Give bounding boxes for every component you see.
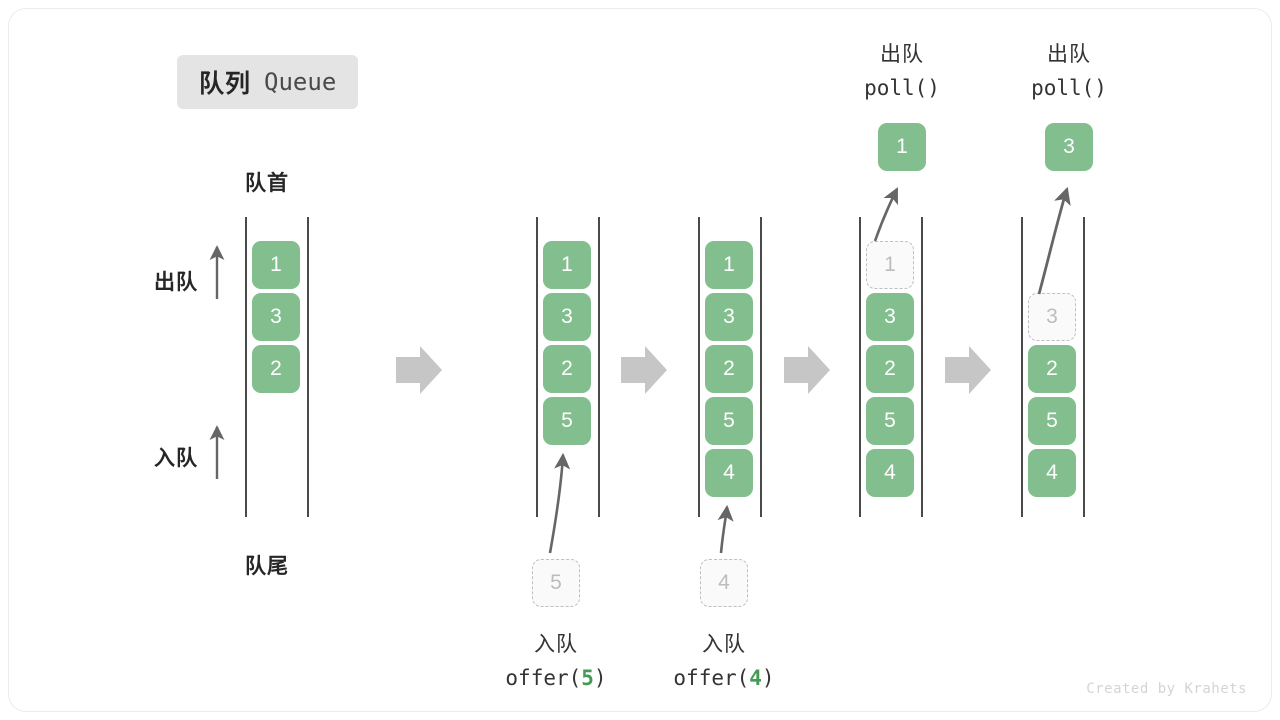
- step-arrow-1: [396, 346, 442, 394]
- step-arrow-3: [784, 346, 830, 394]
- queue-cell: 1: [705, 241, 753, 289]
- queue-rail-left-stage2: [536, 217, 538, 517]
- enqueue-direction-label: 入队: [154, 447, 198, 470]
- dequeue-op-zh: 出队: [880, 43, 924, 66]
- title-chinese: 队列: [199, 70, 252, 98]
- queue-cell: 5: [866, 397, 914, 445]
- queue-cell: 2: [866, 345, 914, 393]
- polled-value-cell: 1: [878, 123, 926, 171]
- enqueue-op-code-end: ): [593, 665, 607, 690]
- queue-cell: 3: [705, 293, 753, 341]
- title-english: Queue: [264, 68, 337, 96]
- enqueue-flow-arrow-stage2: [548, 452, 571, 554]
- queue-cell: 4: [866, 449, 914, 497]
- enqueue-op-code-end: ): [761, 665, 775, 690]
- enqueue-op-code-name: offer(: [505, 665, 582, 690]
- enqueue-op-label-stage2: 入队 offer(5): [456, 629, 656, 694]
- queue-cell: 1: [543, 241, 591, 289]
- dequeue-op-label-stage4: 出队 poll(): [827, 39, 977, 104]
- step-arrow-4: [945, 346, 991, 394]
- diagram-title-badge: 队列 Queue: [177, 55, 359, 109]
- queue-cell: 2: [705, 345, 753, 393]
- dequeue-op-zh: 出队: [1047, 43, 1091, 66]
- queue-head-label: 队首: [245, 172, 289, 195]
- enqueue-op-label-stage3: 入队 offer(4): [624, 629, 824, 694]
- enqueue-op-arg: 4: [749, 665, 762, 690]
- dequeue-flow-arrow-stage4: [873, 187, 899, 242]
- queue-rail-left-stage5: [1021, 217, 1023, 517]
- outgoing-ghost-cell: 3: [1028, 293, 1076, 341]
- enqueue-op-code: offer(5): [456, 662, 656, 695]
- queue-rail-right-stage4: [921, 217, 923, 517]
- queue-cell: 5: [705, 397, 753, 445]
- queue-cell: 3: [543, 293, 591, 341]
- enqueue-op-code-name: offer(: [673, 665, 750, 690]
- queue-cell-new: 4: [705, 449, 753, 497]
- queue-cell: 2: [543, 345, 591, 393]
- dequeue-flow-arrow-stage5: [1037, 186, 1071, 295]
- queue-rail-right-stage3: [760, 217, 762, 517]
- step-arrow-2: [621, 346, 667, 394]
- diagram-card: 队列 Queue 队首 队尾 出队 入队 1 3 2 1 3 2 5 5 入队 …: [8, 8, 1272, 712]
- enqueue-op-arg: 5: [581, 665, 594, 690]
- outgoing-ghost-cell: 1: [866, 241, 914, 289]
- queue-rail-left-stage3: [698, 217, 700, 517]
- queue-rail-right-stage5: [1083, 217, 1085, 517]
- dequeue-op-code: poll(): [864, 75, 940, 100]
- queue-cell-new: 5: [543, 397, 591, 445]
- queue-cell: 3: [252, 293, 300, 341]
- footer-credit: Created by Krahets: [1086, 681, 1247, 697]
- dequeue-direction-label: 出队: [154, 271, 198, 294]
- enqueue-op-zh: 入队: [702, 633, 746, 656]
- queue-cell: 5: [1028, 397, 1076, 445]
- queue-rail-right-stage1: [307, 217, 309, 517]
- dequeue-op-label-stage5: 出队 poll(): [994, 39, 1144, 104]
- enqueue-op-code: offer(4): [624, 662, 824, 695]
- polled-value-cell: 3: [1045, 123, 1093, 171]
- dequeue-op-code: poll(): [1031, 75, 1107, 100]
- queue-cell: 1: [252, 241, 300, 289]
- queue-cell: 4: [1028, 449, 1076, 497]
- incoming-ghost-cell: 5: [532, 559, 580, 607]
- incoming-ghost-cell: 4: [700, 559, 748, 607]
- queue-rail-right-stage2: [598, 217, 600, 517]
- enqueue-op-zh: 入队: [534, 633, 578, 656]
- queue-tail-label: 队尾: [245, 555, 289, 578]
- queue-cell: 2: [252, 345, 300, 393]
- queue-cell: 2: [1028, 345, 1076, 393]
- enqueue-flow-arrow-stage3: [717, 504, 734, 554]
- queue-cell: 3: [866, 293, 914, 341]
- queue-rail-left-stage1: [245, 217, 247, 517]
- queue-rail-left-stage4: [859, 217, 861, 517]
